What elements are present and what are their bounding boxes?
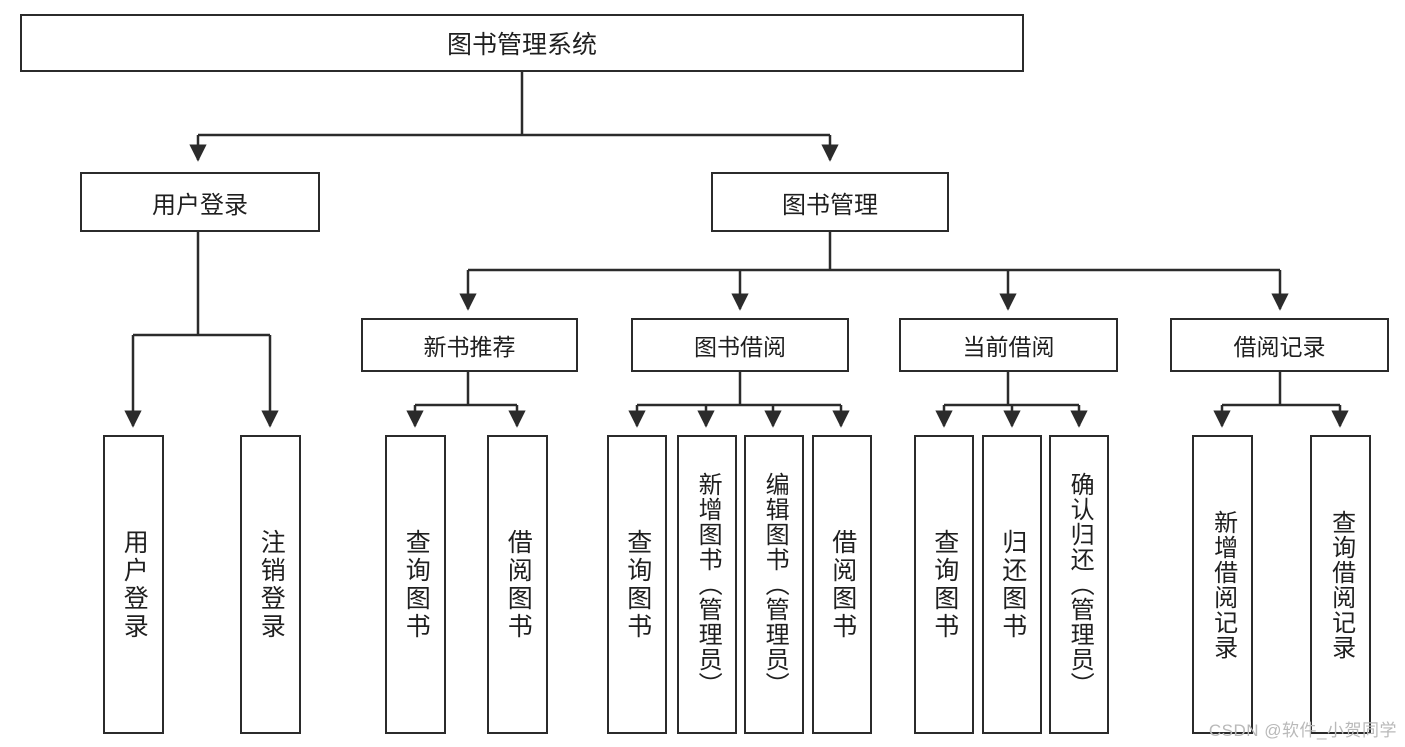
leaf-new-book-query-book[interactable]: 查询图书 — [385, 435, 446, 734]
node-new-book-recommend[interactable]: 新书推荐 — [361, 318, 578, 372]
leaf-label: 归还图书 — [998, 528, 1027, 641]
leaf-borrow-record-add-record[interactable]: 新增借阅记录 — [1192, 435, 1253, 734]
leaf-label: 确认归还（管理员） — [1066, 472, 1094, 697]
node-label: 新书推荐 — [423, 334, 516, 360]
leaf-label: 新增借阅记录 — [1209, 509, 1237, 660]
leaf-book-borrow-edit-book-admin[interactable]: 编辑图书（管理员） — [744, 435, 804, 734]
leaf-user-login-login[interactable]: 用户登录 — [103, 435, 164, 734]
node-label: 当前借阅 — [962, 334, 1055, 360]
leaf-label: 用户登录 — [120, 528, 149, 641]
leaf-label: 查询借阅记录 — [1327, 509, 1355, 660]
node-user-login[interactable]: 用户登录 — [80, 172, 320, 232]
node-label: 图书借阅 — [694, 334, 786, 360]
leaf-book-borrow-query-book[interactable]: 查询图书 — [607, 435, 667, 734]
leaf-label: 查询图书 — [623, 528, 652, 641]
csdn-watermark: CSDN @软件_小贺同学 — [1208, 721, 1397, 740]
node-root-book-management-system[interactable]: 图书管理系统 — [20, 14, 1024, 72]
leaf-current-borrow-return-book[interactable]: 归还图书 — [982, 435, 1042, 734]
leaf-user-login-logout[interactable]: 注销登录 — [240, 435, 301, 734]
leaf-book-borrow-add-book-admin[interactable]: 新增图书（管理员） — [677, 435, 737, 734]
leaf-label: 查询图书 — [930, 528, 959, 641]
leaf-new-book-borrow-book[interactable]: 借阅图书 — [487, 435, 548, 734]
node-book-management[interactable]: 图书管理 — [711, 172, 949, 232]
node-label: 图书管理系统 — [446, 31, 597, 59]
leaf-label: 注销登录 — [257, 528, 286, 641]
leaf-current-borrow-query-book[interactable]: 查询图书 — [914, 435, 974, 734]
leaf-current-borrow-confirm-return-admin[interactable]: 确认归还（管理员） — [1049, 435, 1109, 734]
leaf-book-borrow-borrow-book[interactable]: 借阅图书 — [812, 435, 872, 734]
leaf-borrow-record-query-record[interactable]: 查询借阅记录 — [1310, 435, 1371, 734]
node-label: 图书管理 — [782, 191, 878, 219]
node-label: 借阅记录 — [1233, 334, 1326, 360]
leaf-label: 新增图书（管理员） — [694, 472, 722, 697]
leaf-label: 借阅图书 — [828, 528, 857, 641]
node-label: 用户登录 — [152, 191, 248, 219]
leaf-label: 借阅图书 — [504, 528, 533, 641]
node-book-borrow[interactable]: 图书借阅 — [631, 318, 849, 372]
node-current-borrow[interactable]: 当前借阅 — [899, 318, 1118, 372]
node-borrow-record[interactable]: 借阅记录 — [1170, 318, 1389, 372]
leaf-label: 编辑图书（管理员） — [761, 472, 789, 697]
leaf-label: 查询图书 — [402, 528, 431, 641]
